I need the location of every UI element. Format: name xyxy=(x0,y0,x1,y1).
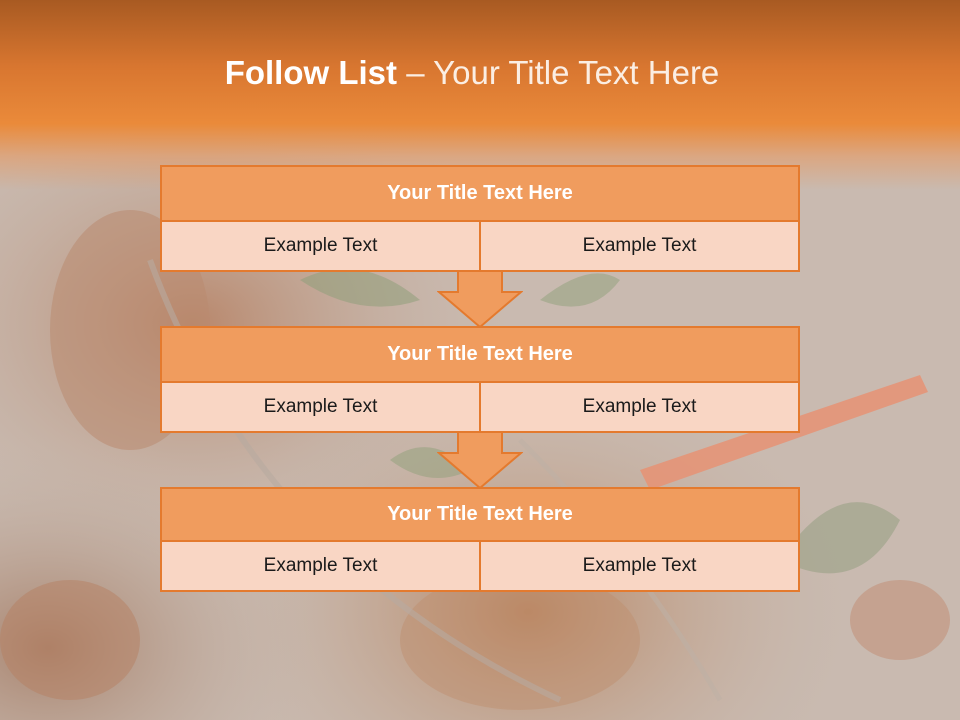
block-title[interactable]: Your Title Text Here xyxy=(160,165,800,222)
block-cell-left[interactable]: Example Text xyxy=(160,222,481,272)
block-title[interactable]: Your Title Text Here xyxy=(160,487,800,542)
header-band xyxy=(0,0,960,190)
block-row: Example Text Example Text xyxy=(160,383,800,433)
block-cell-right[interactable]: Example Text xyxy=(479,222,800,272)
down-arrow-icon xyxy=(437,431,523,489)
down-arrow-icon xyxy=(437,270,523,328)
block-row: Example Text Example Text xyxy=(160,542,800,592)
block-cell-right[interactable]: Example Text xyxy=(479,383,800,433)
block-cell-left[interactable]: Example Text xyxy=(160,383,481,433)
slide-title: Follow List – Your Title Text Here xyxy=(0,54,944,92)
slide-title-bold: Follow List xyxy=(224,54,398,91)
list-block-1: Your Title Text Here Example Text Exampl… xyxy=(160,165,800,272)
block-title[interactable]: Your Title Text Here xyxy=(160,326,800,383)
list-block-2: Your Title Text Here Example Text Exampl… xyxy=(160,326,800,433)
slide-title-rest: – Your Title Text Here xyxy=(397,54,720,91)
list-block-3: Your Title Text Here Example Text Exampl… xyxy=(160,487,800,592)
block-cell-right[interactable]: Example Text xyxy=(479,542,800,592)
block-cell-left[interactable]: Example Text xyxy=(160,542,481,592)
block-row: Example Text Example Text xyxy=(160,222,800,272)
